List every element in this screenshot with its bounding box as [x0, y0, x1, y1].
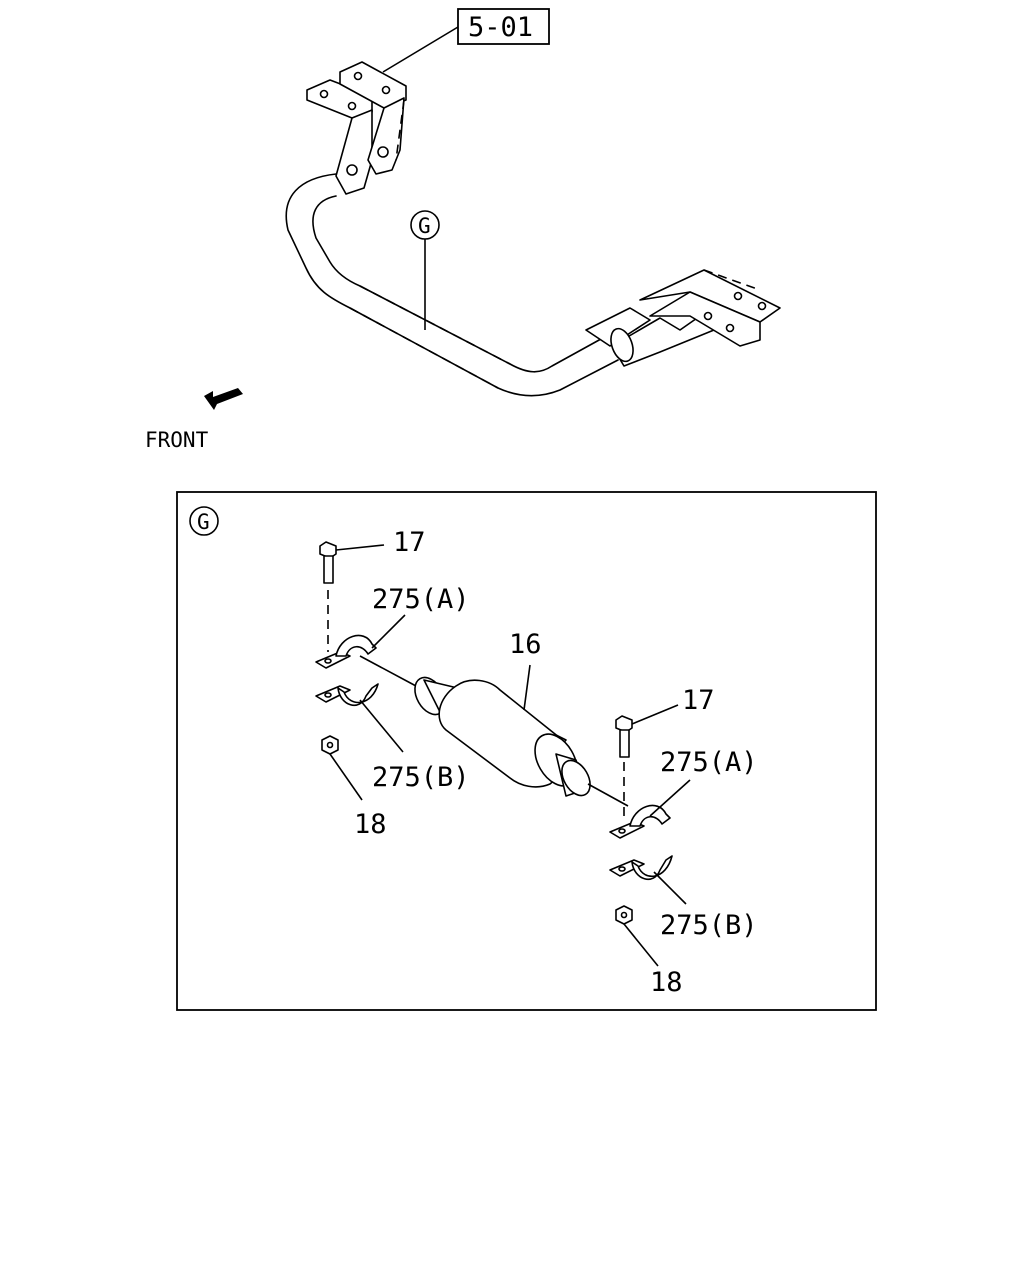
reference-box[interactable] — [457, 8, 550, 45]
detail-g-marker-label: G — [418, 214, 431, 238]
callout-clamp-b-right[interactable]: 275(B) — [660, 910, 758, 941]
callout-bushing[interactable]: 16 — [509, 629, 542, 660]
front-label: FRONT — [145, 428, 209, 452]
clamp-a-right-icon — [609, 779, 691, 839]
callout-nut-left[interactable]: 18 — [354, 809, 387, 840]
reference-box-label: 5-01 — [468, 12, 533, 43]
bolt-left-icon — [319, 541, 385, 652]
callout-bolt-right[interactable]: 17 — [682, 685, 715, 716]
callout-bolt-left[interactable]: 17 — [393, 527, 426, 558]
detail-g-title-marker — [189, 506, 219, 536]
callout-nut-right[interactable]: 18 — [650, 967, 683, 998]
front-arrow-icon — [204, 388, 243, 410]
right-bracket — [585, 269, 781, 367]
stabilizer-bar — [285, 173, 619, 397]
callout-clamp-b-left[interactable]: 275(B) — [372, 762, 470, 793]
detail-g-frame: G — [176, 491, 877, 1011]
left-bracket — [306, 61, 407, 195]
clamp-b-left-icon — [315, 683, 404, 753]
clamp-b-right-icon — [609, 855, 687, 905]
reference-leader — [382, 26, 459, 73]
callout-clamp-a-right[interactable]: 275(A) — [660, 747, 758, 778]
stabilizer-bar-assembly: 5-01 — [145, 8, 781, 452]
clamp-a-left-icon — [315, 614, 406, 669]
axis-line-left — [359, 655, 417, 687]
nut-left-icon — [321, 735, 363, 801]
axis-line-right — [587, 783, 629, 807]
bolt-right-icon — [615, 704, 679, 818]
callout-clamp-a-left[interactable]: 275(A) — [372, 584, 470, 615]
nut-right-icon — [615, 905, 659, 967]
detail-g-title-label: G — [197, 510, 210, 534]
bushing-icon — [414, 664, 591, 797]
